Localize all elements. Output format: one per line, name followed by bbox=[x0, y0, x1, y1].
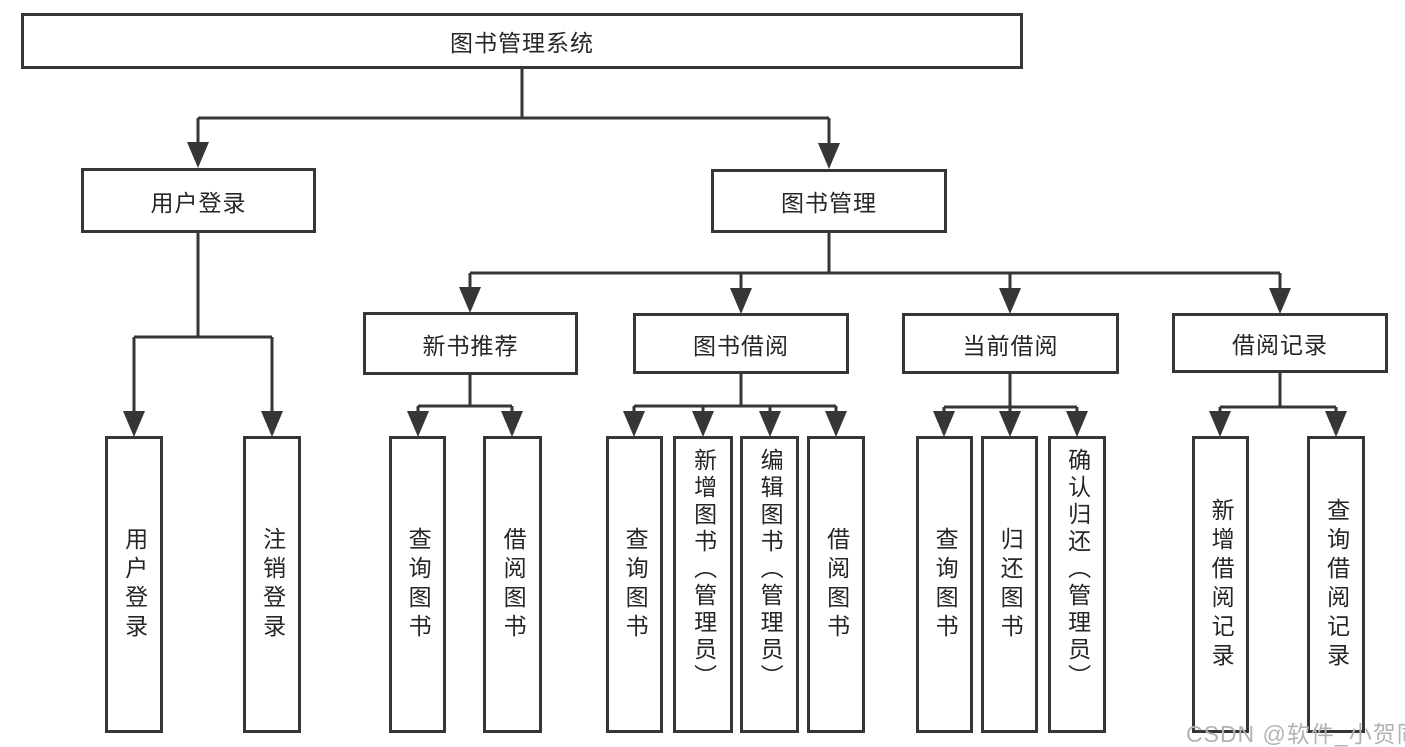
leaf-rec-query-books-label: 查询图书 bbox=[405, 526, 432, 643]
node-library-management-system: 图书管理系统 bbox=[21, 13, 1023, 69]
leaf-rec-query-books: 查询图书 bbox=[389, 436, 446, 733]
leaf-query-borrow-record: 查询借阅记录 bbox=[1307, 436, 1365, 733]
leaf-return-books: 归还图书 bbox=[981, 436, 1038, 733]
node-user-login: 用户登录 bbox=[81, 168, 316, 233]
leaf-borrow-query-books: 查询图书 bbox=[606, 436, 663, 733]
leaf-confirm-return-admin: 确认归还（管理员） bbox=[1048, 436, 1106, 733]
csdn-watermark: CSDN @软件_小贺同学 bbox=[1186, 721, 1405, 747]
leaf-borrow-query-books-label: 查询图书 bbox=[622, 526, 649, 643]
leaf-user-login-label: 用户登录 bbox=[121, 526, 148, 643]
node-book-management: 图书管理 bbox=[711, 169, 947, 233]
leaf-rec-borrow-books: 借阅图书 bbox=[483, 436, 542, 733]
leaf-add-borrow-record-label: 新增借阅记录 bbox=[1208, 497, 1235, 672]
connector-login-to-leaves bbox=[132, 233, 274, 413]
node-current-borrowing: 当前借阅 bbox=[902, 313, 1119, 374]
connector-root-to-level1 bbox=[196, 69, 831, 145]
node-new-book-recommendation: 新书推荐 bbox=[363, 312, 578, 375]
leaf-add-books-admin: 新增图书（管理员） bbox=[673, 436, 733, 733]
leaf-user-login: 用户登录 bbox=[105, 436, 163, 733]
connector-mgmt-to-level2 bbox=[468, 233, 1282, 290]
node-book-management-label: 图书管理 bbox=[781, 190, 877, 216]
node-borrowing-records-label: 借阅记录 bbox=[1232, 332, 1328, 358]
node-new-book-recommendation-label: 新书推荐 bbox=[422, 332, 519, 359]
leaf-logout: 注销登录 bbox=[243, 436, 301, 733]
leaf-add-books-admin-label: 新增图书（管理员） bbox=[690, 448, 717, 691]
node-current-borrowing-label: 当前借阅 bbox=[962, 332, 1059, 359]
leaf-add-borrow-record: 新增借阅记录 bbox=[1192, 436, 1249, 733]
connector-rec-to-leaves bbox=[416, 375, 514, 413]
leaf-return-books-label: 归还图书 bbox=[997, 526, 1024, 643]
leaf-borrow-books-label: 借阅图书 bbox=[823, 526, 850, 643]
leaf-logout-label: 注销登录 bbox=[259, 526, 286, 643]
leaf-edit-books-admin: 编辑图书（管理员） bbox=[740, 436, 799, 733]
leaf-query-borrow-record-label: 查询借阅记录 bbox=[1323, 497, 1350, 672]
connector-record-to-leaves bbox=[1218, 373, 1338, 413]
leaf-edit-books-admin-label: 编辑图书（管理员） bbox=[757, 448, 784, 691]
connector-borrow-to-leaves bbox=[632, 374, 838, 413]
node-borrowing-records: 借阅记录 bbox=[1172, 313, 1388, 373]
leaf-borrow-books: 借阅图书 bbox=[807, 436, 865, 733]
node-user-login-label: 用户登录 bbox=[150, 189, 247, 216]
leaf-rec-borrow-books-label: 借阅图书 bbox=[500, 526, 527, 643]
connector-current-to-leaves bbox=[942, 374, 1079, 413]
leaf-confirm-return-admin-label: 确认归还（管理员） bbox=[1064, 448, 1091, 691]
node-book-borrowing: 图书借阅 bbox=[633, 313, 849, 374]
arrowheads bbox=[123, 142, 1347, 437]
leaf-current-query-books: 查询图书 bbox=[916, 436, 973, 733]
node-library-management-system-label: 图书管理系统 bbox=[450, 30, 594, 56]
leaf-current-query-books-label: 查询图书 bbox=[932, 526, 959, 643]
node-book-borrowing-label: 图书借阅 bbox=[693, 332, 789, 359]
